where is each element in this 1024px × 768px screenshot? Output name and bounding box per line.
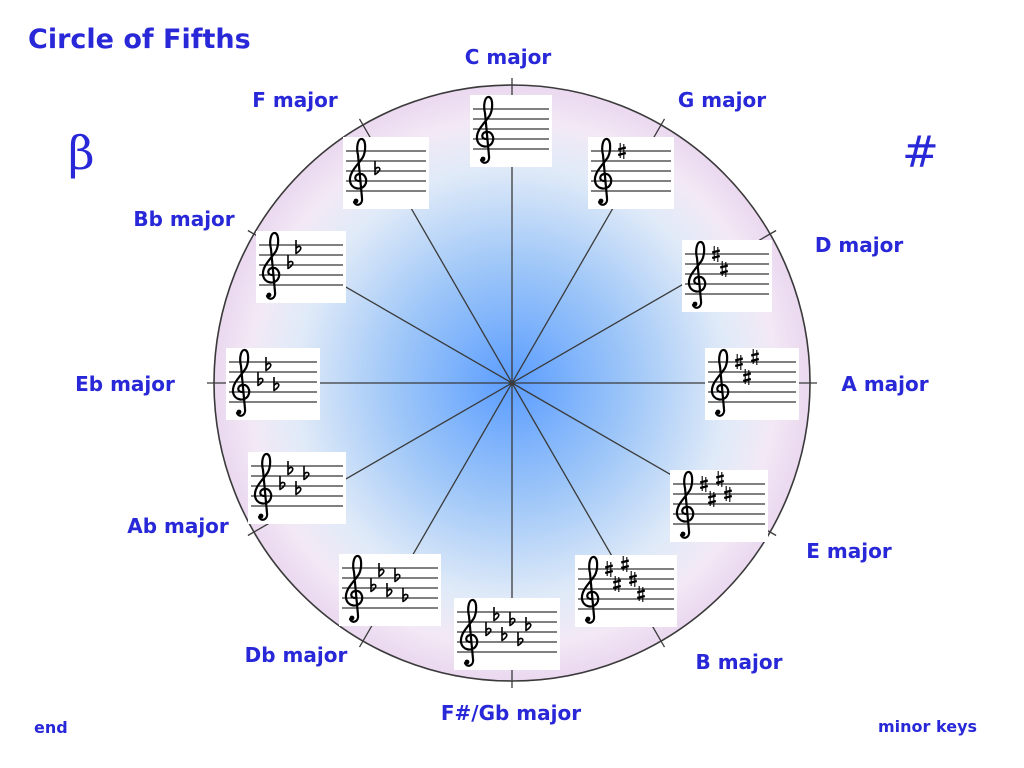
treble-clef-icon bbox=[593, 137, 613, 206]
sharp-side-symbol: # bbox=[902, 127, 939, 178]
key-card-ab-major bbox=[248, 452, 346, 524]
treble-clef-icon bbox=[710, 348, 730, 417]
treble-clef-icon bbox=[687, 240, 707, 309]
treble-clef-icon bbox=[344, 554, 364, 623]
flat-icon bbox=[287, 461, 294, 476]
flat-icon bbox=[374, 161, 381, 176]
sharp-icon bbox=[723, 486, 733, 502]
key-card-f-gb-major bbox=[454, 598, 560, 670]
flat-icon bbox=[517, 632, 524, 647]
key-card-a-major bbox=[705, 348, 799, 420]
treble-clef-icon bbox=[675, 470, 695, 539]
key-card-bb-major bbox=[256, 231, 346, 303]
flat-icon bbox=[370, 578, 377, 593]
sharp-icon bbox=[636, 586, 646, 602]
flat-icon bbox=[509, 612, 516, 627]
sharp-icon bbox=[617, 143, 627, 159]
flat-side-symbol: β bbox=[68, 126, 95, 180]
flat-icon bbox=[525, 617, 532, 632]
key-card-f-major bbox=[343, 137, 429, 209]
sharp-icon bbox=[699, 476, 709, 492]
sharp-icon bbox=[628, 571, 638, 587]
flat-icon bbox=[402, 588, 409, 603]
flat-icon bbox=[386, 583, 393, 598]
flat-icon bbox=[295, 481, 302, 496]
treble-clef-icon bbox=[261, 231, 281, 300]
flat-icon bbox=[265, 357, 272, 372]
end-link[interactable]: end bbox=[34, 718, 68, 737]
card-background bbox=[470, 95, 552, 167]
key-card-b-major bbox=[575, 555, 677, 627]
sharp-icon bbox=[612, 576, 622, 592]
page-title: Circle of Fifths bbox=[28, 24, 251, 55]
sharp-icon bbox=[620, 556, 630, 572]
key-card-c-major bbox=[470, 95, 552, 167]
flat-icon bbox=[287, 255, 294, 270]
card-background bbox=[343, 137, 429, 209]
key-signature-cards bbox=[226, 95, 799, 670]
treble-clef-icon bbox=[580, 555, 600, 624]
sharp-icon bbox=[742, 369, 752, 385]
flat-icon bbox=[295, 240, 302, 255]
flat-icon bbox=[485, 622, 492, 637]
sharp-icon bbox=[719, 261, 729, 277]
treble-clef-icon bbox=[475, 95, 495, 164]
flat-icon bbox=[501, 627, 508, 642]
sharp-icon bbox=[715, 471, 725, 487]
sharp-icon bbox=[711, 246, 721, 262]
sharp-icon bbox=[750, 349, 760, 365]
key-card-db-major bbox=[339, 554, 441, 626]
flat-icon bbox=[394, 568, 401, 583]
treble-clef-icon bbox=[459, 598, 479, 667]
key-card-g-major bbox=[588, 137, 674, 209]
flat-icon bbox=[378, 563, 385, 578]
flat-icon bbox=[257, 372, 264, 387]
treble-clef-icon bbox=[231, 348, 251, 417]
key-card-d-major bbox=[682, 240, 772, 312]
flat-icon bbox=[493, 607, 500, 622]
sharp-icon bbox=[734, 354, 744, 370]
flat-icon bbox=[303, 466, 310, 481]
flat-icon bbox=[279, 476, 286, 491]
sharp-icon bbox=[707, 491, 717, 507]
key-card-eb-major bbox=[226, 348, 320, 420]
card-background bbox=[588, 137, 674, 209]
treble-clef-icon bbox=[253, 452, 273, 521]
minor-keys-link[interactable]: minor keys bbox=[878, 717, 978, 736]
key-card-e-major bbox=[670, 470, 768, 542]
flat-icon bbox=[273, 377, 280, 392]
treble-clef-icon bbox=[348, 137, 368, 206]
sharp-icon bbox=[604, 561, 614, 577]
